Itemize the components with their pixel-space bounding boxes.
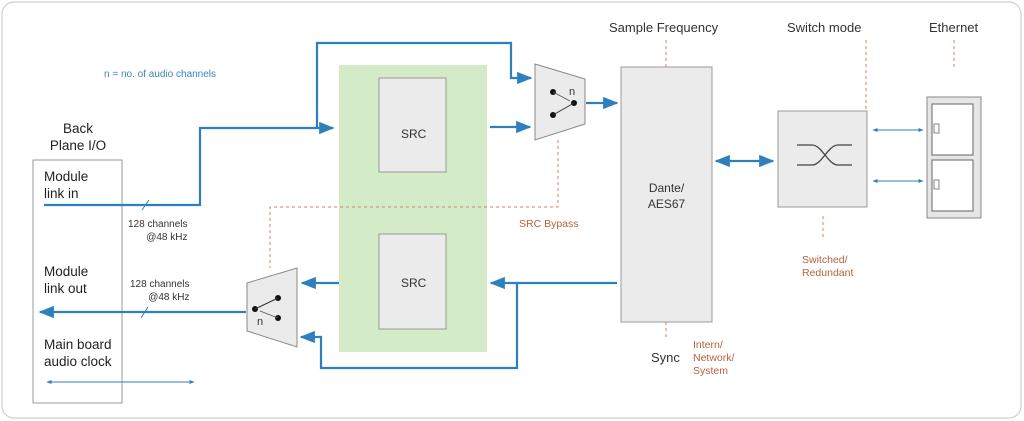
dante-box <box>620 66 713 323</box>
sync-mode-label: Intern/ Network/ System <box>693 339 734 378</box>
sync-label: Sync <box>651 350 680 365</box>
switch-top <box>534 63 586 141</box>
module-link-in-line1: Module <box>44 169 89 184</box>
switch-mode-label: Switch mode <box>787 20 862 35</box>
module-link-in-label: Module link in <box>44 168 88 202</box>
sync-mode-line1: Intern/ <box>693 339 723 351</box>
bypass-dashed-lines <box>269 40 955 340</box>
dante-label: Dante/ AES67 <box>621 180 712 212</box>
channels-out-label: 128 channels @48 kHz <box>130 278 190 304</box>
src-bypass-label: SRC Bypass <box>519 218 579 230</box>
src-top-label: SRC <box>401 127 427 141</box>
backplane-title-line2: Plane I/O <box>49 138 107 153</box>
bidirectional-arrows <box>46 128 924 384</box>
module-link-out-line2: link out <box>44 281 87 296</box>
sync-mode-line3: System <box>693 365 729 377</box>
switch-top-n: n <box>569 86 576 98</box>
module-link-in-line2: link in <box>44 186 79 201</box>
switched-line2: Redundant <box>802 267 854 279</box>
channels-in-line2: @48 kHz <box>146 232 188 243</box>
src-box-bottom <box>378 233 447 330</box>
module-link-out-line1: Module <box>44 264 89 279</box>
dante-label-line2: AES67 <box>647 197 686 211</box>
channels-in-label: 128 channels @48 kHz <box>128 218 188 244</box>
channels-out-line2: @48 kHz <box>148 292 190 303</box>
backplane-box <box>32 159 123 404</box>
main-board-clock-line1: Main board <box>44 337 112 352</box>
main-board-clock-label: Main board audio clock <box>44 336 112 370</box>
switched-redundant-label: Switched/ Redundant <box>802 254 853 280</box>
src-box-top <box>378 77 447 173</box>
main-board-clock-line2: audio clock <box>44 354 112 369</box>
backplane-title: Back Plane I/O <box>48 120 108 154</box>
crossover-icon <box>797 144 852 166</box>
sample-frequency-label: Sample Frequency <box>609 20 719 35</box>
dante-label-line1: Dante/ <box>648 181 685 195</box>
signal-paths <box>38 41 619 370</box>
channels-in-line1: 128 channels <box>128 219 188 230</box>
ethernet-label: Ethernet <box>929 20 979 35</box>
switched-line1: Switched/ <box>802 254 848 266</box>
backplane-title-line1: Back <box>62 121 93 136</box>
module-link-out-label: Module link out <box>44 263 88 297</box>
src-bottom-label: SRC <box>401 276 427 290</box>
channel-legend: n = no. of audio channels <box>104 69 217 80</box>
sync-mode-line2: Network/ <box>693 352 735 364</box>
switch-bottom-n: n <box>257 316 264 328</box>
switch-bottom <box>246 267 298 348</box>
channels-out-line1: 128 channels <box>130 279 190 290</box>
